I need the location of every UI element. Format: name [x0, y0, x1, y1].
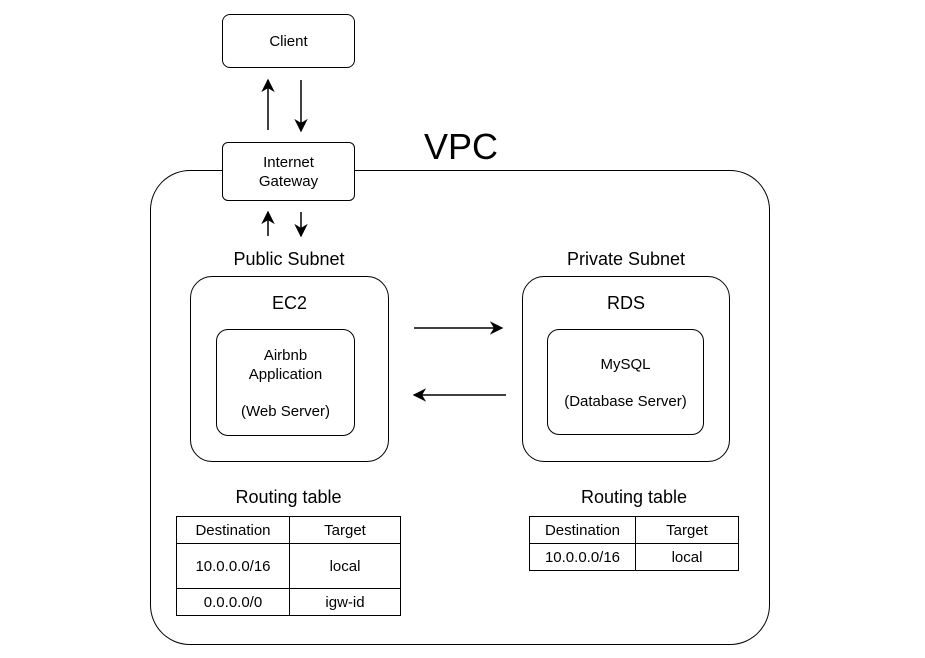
column-header: Target: [635, 516, 739, 544]
private-routing-table-title: Routing table: [580, 487, 688, 507]
column-header: Destination: [529, 516, 636, 544]
app-label-line2: Application: [248, 366, 323, 383]
table-cell: 10.0.0.0/16: [176, 543, 290, 589]
table-cell: 10.0.0.0/16: [529, 543, 636, 571]
private-routing-table: Destination Target 10.0.0.0/16 local: [529, 516, 739, 571]
database-server-node: MySQL (Database Server): [547, 329, 704, 435]
table-cell: igw-id: [289, 588, 401, 616]
db-label-line1: MySQL: [600, 356, 651, 373]
vpc-container: [150, 170, 770, 645]
table-cell: 0.0.0.0/0: [176, 588, 290, 616]
db-label-line2: (Database Server): [564, 393, 687, 410]
column-header: Target: [289, 516, 401, 544]
gateway-label-line1: Internet: [263, 153, 314, 171]
internet-gateway-node: Internet Gateway: [222, 142, 355, 201]
column-header: Destination: [176, 516, 290, 544]
table-cell: local: [289, 543, 401, 589]
app-label-line3: (Web Server): [241, 403, 330, 420]
private-subnet-title: Private Subnet: [566, 249, 686, 269]
table-row: 10.0.0.0/16 local: [176, 543, 401, 589]
table-header-row: Destination Target: [176, 516, 401, 544]
ec2-label: EC2: [271, 293, 307, 313]
web-server-node: Airbnb Application (Web Server): [216, 329, 355, 436]
table-cell: local: [635, 543, 739, 571]
client-label: Client: [269, 32, 308, 50]
table-row: 10.0.0.0/16 local: [529, 543, 739, 571]
table-header-row: Destination Target: [529, 516, 739, 544]
table-row: 0.0.0.0/0 igw-id: [176, 588, 401, 616]
public-routing-table-title: Routing table: [235, 487, 342, 507]
public-subnet-title: Public Subnet: [233, 249, 345, 269]
public-routing-table: Destination Target 10.0.0.0/16 local 0.0…: [176, 516, 401, 616]
rds-label: RDS: [606, 293, 645, 313]
app-label-line1: Airbnb: [263, 347, 308, 364]
gateway-label-line2: Gateway: [258, 172, 319, 190]
vpc-label: VPC: [424, 126, 499, 167]
ec2-container: [190, 276, 389, 462]
rds-container: [522, 276, 730, 462]
client-node: Client: [222, 14, 355, 68]
